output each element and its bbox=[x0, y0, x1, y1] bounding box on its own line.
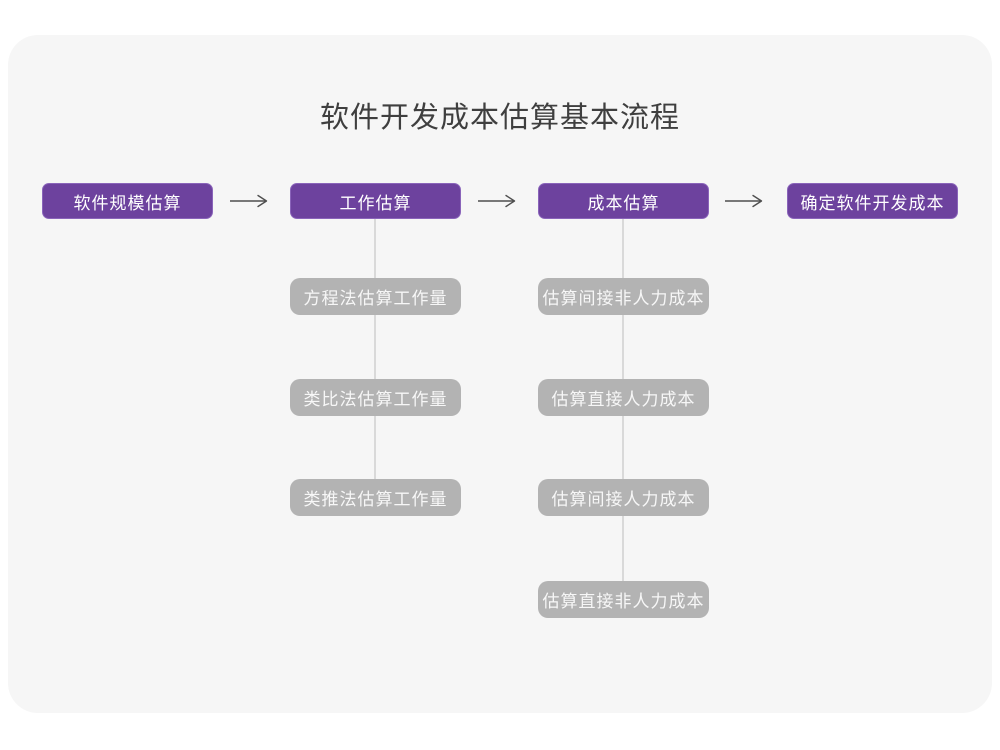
diagram-card bbox=[8, 35, 992, 713]
node-label: 方程法估算工作量 bbox=[303, 289, 448, 308]
node-label: 成本估算 bbox=[587, 193, 660, 213]
node-label: 估算间接非人力成本 bbox=[542, 289, 705, 308]
node-cost-estimation: 成本估算 bbox=[538, 183, 709, 219]
node-direct-nonlabor-cost: 估算直接非人力成本 bbox=[538, 581, 709, 618]
node-indirect-labor-cost: 估算间接人力成本 bbox=[538, 479, 709, 516]
node-direct-labor-cost: 估算直接人力成本 bbox=[538, 379, 709, 416]
node-equation-method: 方程法估算工作量 bbox=[290, 278, 461, 315]
arrow-right-icon bbox=[228, 193, 270, 209]
node-label: 类推法估算工作量 bbox=[303, 490, 448, 509]
node-extrapolation-method: 类推法估算工作量 bbox=[290, 479, 461, 516]
connector-line-work bbox=[374, 219, 376, 499]
node-determine-development-cost: 确定软件开发成本 bbox=[787, 183, 958, 219]
arrow-right-icon bbox=[723, 193, 765, 209]
arrow-right-icon bbox=[476, 193, 518, 209]
node-label: 估算直接非人力成本 bbox=[542, 592, 705, 611]
node-label: 软件规模估算 bbox=[73, 193, 182, 213]
node-label: 估算间接人力成本 bbox=[551, 490, 696, 509]
node-label: 估算直接人力成本 bbox=[551, 390, 696, 409]
node-work-estimation: 工作估算 bbox=[290, 183, 461, 219]
node-indirect-nonlabor-cost: 估算间接非人力成本 bbox=[538, 278, 709, 315]
node-label: 工作估算 bbox=[339, 193, 412, 213]
node-software-scale-estimation: 软件规模估算 bbox=[42, 183, 213, 219]
node-analogy-method: 类比法估算工作量 bbox=[290, 379, 461, 416]
node-label: 确定软件开发成本 bbox=[800, 193, 945, 213]
diagram-title: 软件开发成本估算基本流程 bbox=[319, 102, 680, 134]
node-label: 类比法估算工作量 bbox=[303, 390, 448, 409]
